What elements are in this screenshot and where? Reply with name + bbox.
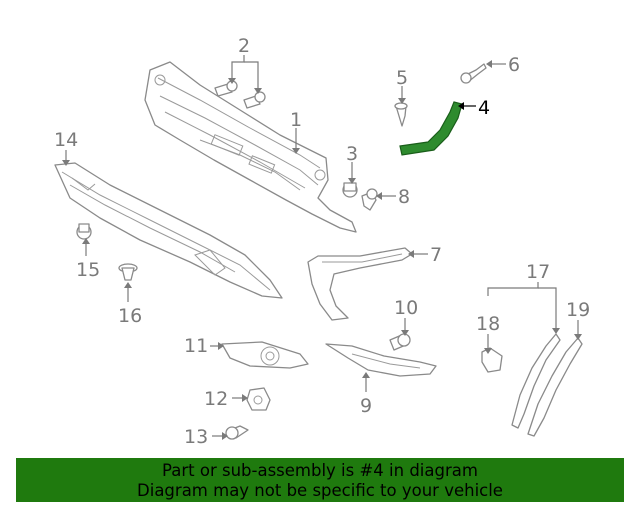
part-18-bracket[interactable] [481,347,503,373]
callout-4[interactable]: 4 [478,97,490,119]
callout-8[interactable]: 8 [398,186,410,208]
callout-6[interactable]: 6 [508,54,520,76]
callout-5[interactable]: 5 [396,67,408,89]
part-9-lower-trim[interactable] [325,343,437,377]
part-16-clip[interactable] [118,263,138,281]
part-8-pin[interactable] [361,188,378,211]
part-6-screw[interactable] [460,63,487,84]
callout-12[interactable]: 12 [204,388,228,410]
part-4-molding-strip[interactable] [399,101,463,156]
leader-lines [62,55,582,440]
callout-labels: 1 2 3 4 5 6 7 8 9 10 11 12 13 14 15 16 1… [54,35,590,448]
part-13-screw[interactable] [225,425,249,440]
callout-2[interactable]: 2 [238,35,250,57]
part-19-arch-molding[interactable] [527,337,583,437]
part-11-bezel[interactable] [221,341,309,369]
callout-14[interactable]: 14 [54,129,78,151]
callout-13[interactable]: 13 [184,426,208,448]
part-10-clip[interactable] [389,333,411,351]
callout-16[interactable]: 16 [118,305,142,327]
callout-18[interactable]: 18 [476,313,500,335]
part-1-bumper-support[interactable] [144,61,357,233]
part-5-clip[interactable] [394,102,408,127]
part-7-trim[interactable] [307,247,413,321]
callout-10[interactable]: 10 [394,297,418,319]
part-15-clip[interactable] [76,223,92,240]
callout-15[interactable]: 15 [76,259,100,281]
part-14-lower-bumper[interactable] [54,162,283,299]
callout-3[interactable]: 3 [346,143,358,165]
banner-line-part: Part or sub-assembly is #4 in diagram [162,461,478,480]
info-banner: Part or sub-assembly is #4 in diagram Di… [16,458,624,502]
callout-19[interactable]: 19 [566,299,590,321]
part-2-bolts[interactable] [214,80,266,109]
callout-17[interactable]: 17 [526,261,550,283]
part-3-nut[interactable] [342,182,358,198]
callout-11[interactable]: 11 [184,335,208,357]
part-17-arch-molding[interactable] [511,333,561,429]
callout-9[interactable]: 9 [360,395,372,417]
callout-1[interactable]: 1 [290,109,302,131]
banner-line-disclaimer: Diagram may not be specific to your vehi… [137,481,503,500]
callout-7[interactable]: 7 [430,244,442,266]
part-12-bracket[interactable] [246,387,271,411]
